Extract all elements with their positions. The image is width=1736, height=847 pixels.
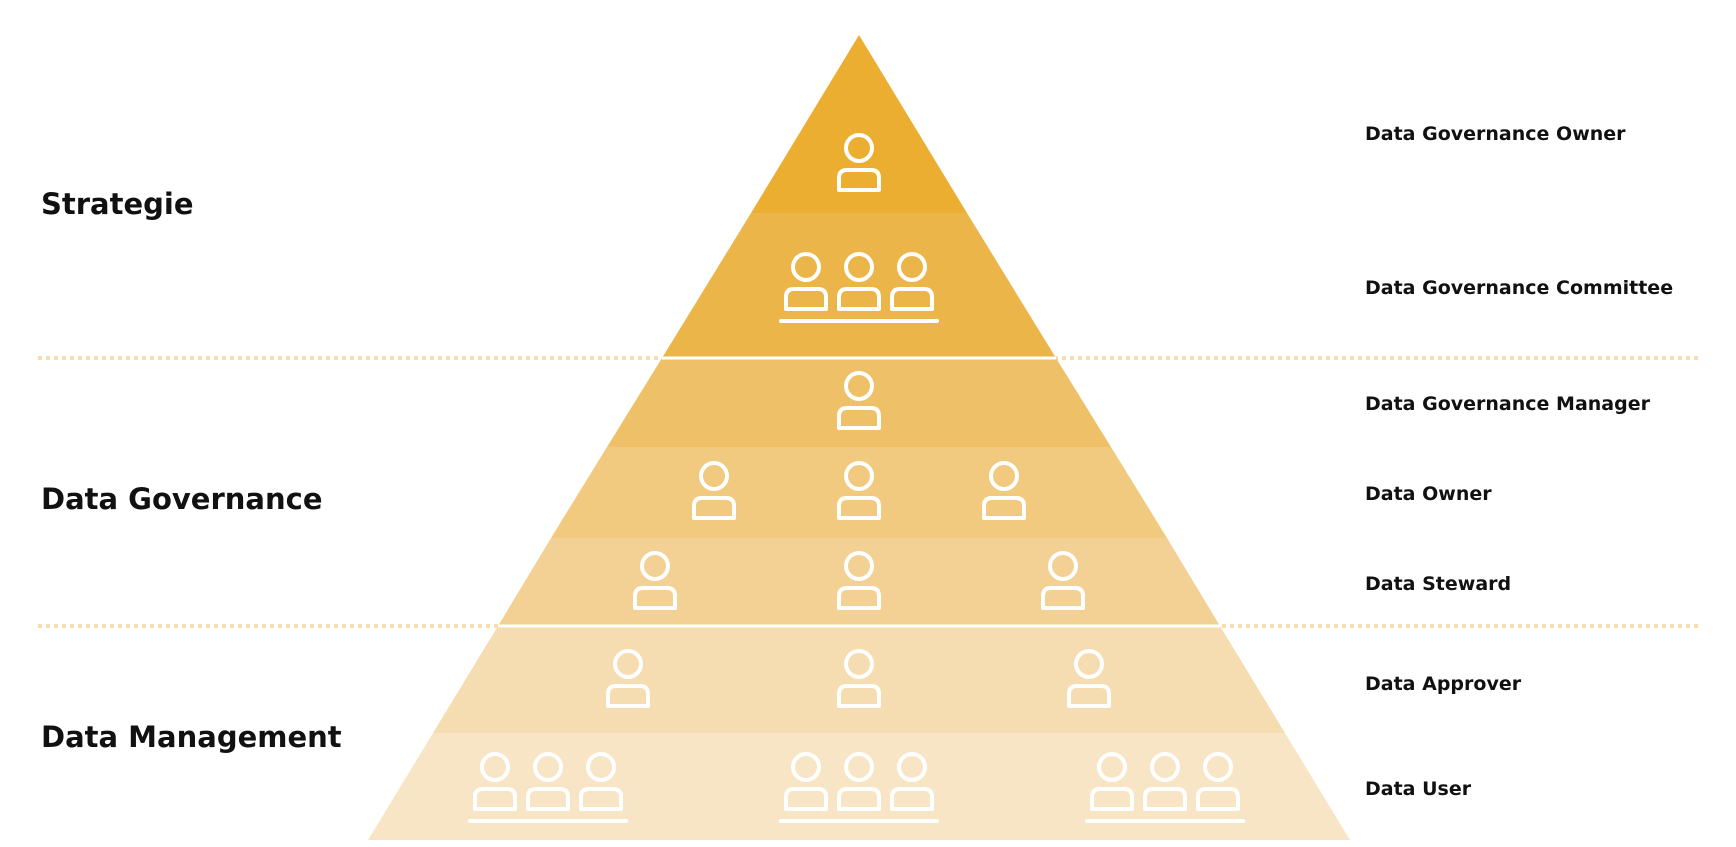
- level-label-data-governance: Data Governance: [41, 482, 323, 516]
- pyramid-band-data-governance-owner: [751, 35, 967, 213]
- pyramid-band-data-governance-committee: [662, 213, 1056, 358]
- level-label-data-management: Data Management: [41, 720, 342, 754]
- role-label-data-governance-owner: Data Governance Owner: [1365, 123, 1626, 145]
- pyramid-band-data-user: [368, 733, 1350, 840]
- role-label-data-steward: Data Steward: [1365, 573, 1511, 595]
- role-label-data-governance-committee: Data Governance Committee: [1365, 277, 1673, 299]
- pyramid-band-data-approver: [433, 626, 1285, 733]
- role-label-data-approver: Data Approver: [1365, 673, 1522, 695]
- role-label-data-user: Data User: [1365, 778, 1472, 800]
- role-label-data-governance-manager: Data Governance Manager: [1365, 393, 1651, 415]
- pyramid-band-data-steward: [498, 538, 1220, 626]
- role-label-data-owner: Data Owner: [1365, 483, 1492, 505]
- pyramid: [368, 35, 1350, 840]
- level-label-strategie: Strategie: [41, 187, 194, 221]
- pyramid-band-data-owner: [551, 447, 1167, 538]
- pyramid-band-data-governance-manager: [607, 358, 1111, 447]
